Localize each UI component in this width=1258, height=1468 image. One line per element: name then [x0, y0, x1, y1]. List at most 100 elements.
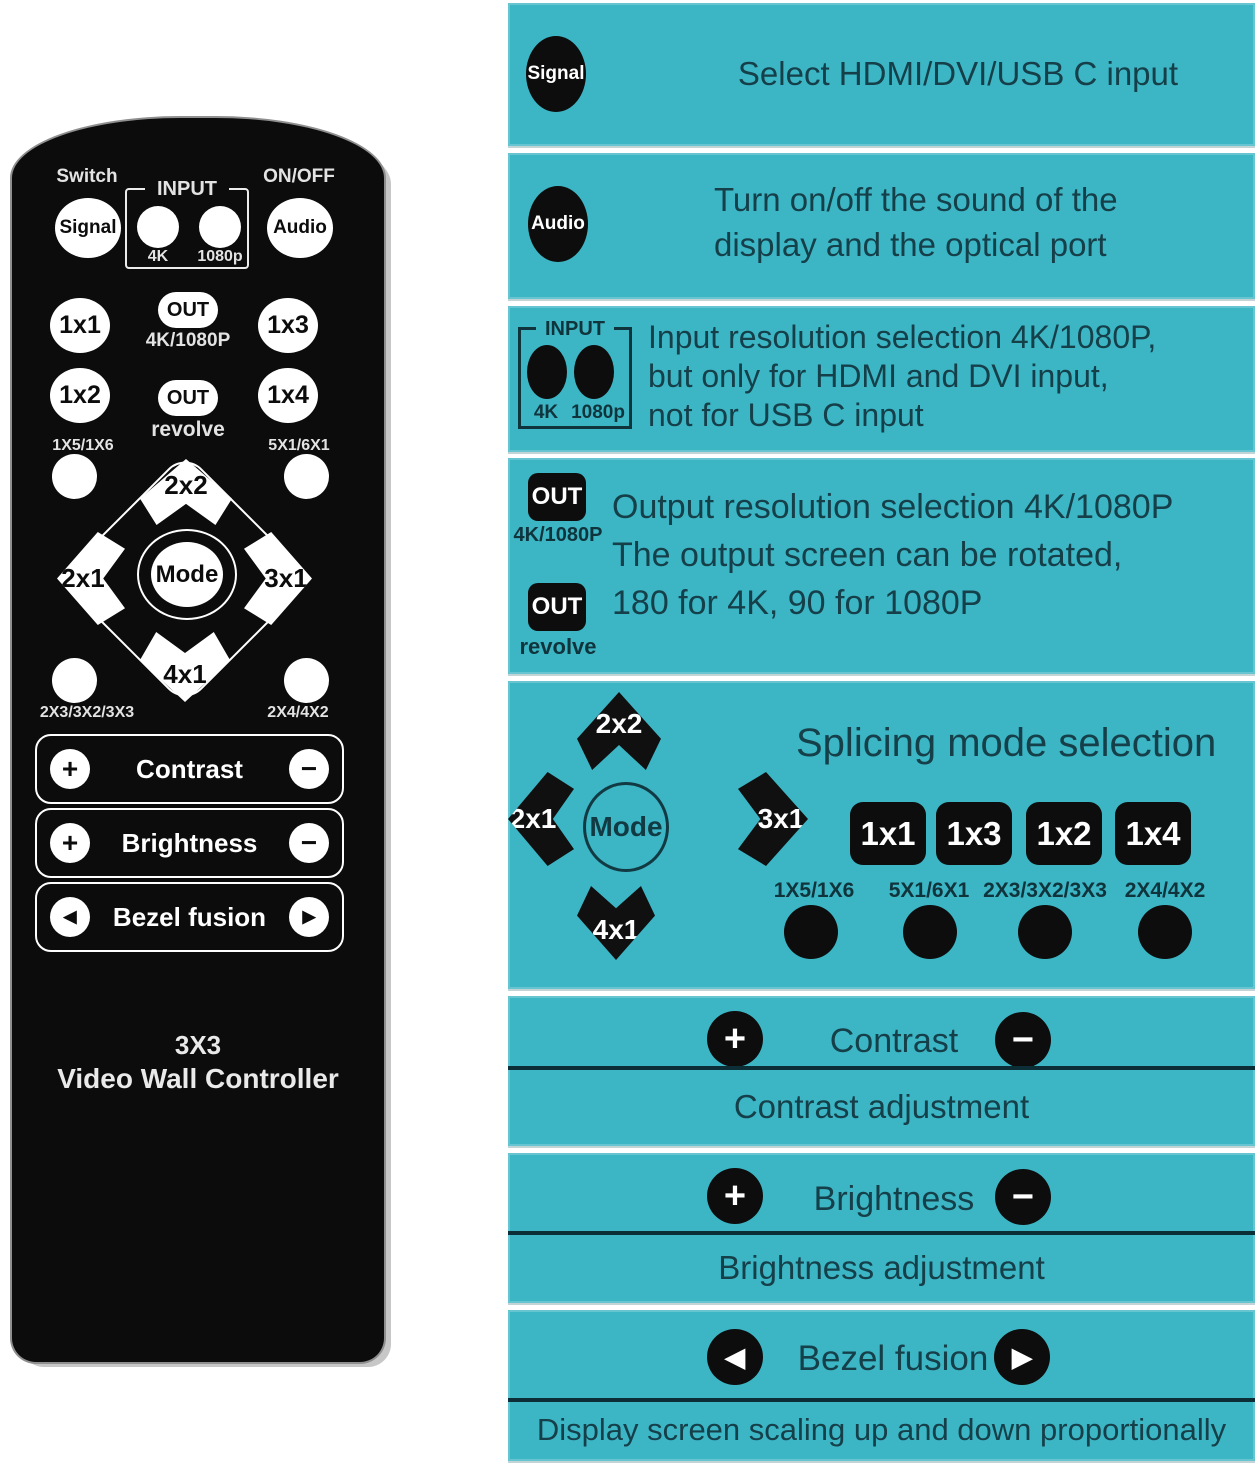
bezel-left-arrow-icon: ◀: [707, 1329, 763, 1385]
remote-title-line2: Video Wall Controller: [57, 1063, 339, 1094]
panel-audio: Audio Turn on/off the sound of the displ…: [508, 153, 1255, 299]
splicing-1x2-icon: 1x2: [1026, 802, 1102, 865]
signal-button-icon: Signal: [526, 36, 586, 112]
mode-1x3-button[interactable]: 1x3: [258, 298, 318, 353]
brightness-plus-icon: +: [707, 1168, 763, 1224]
bezel-fusion-row: ◀ Bezel fusion ▶: [35, 882, 344, 952]
splicing-2x4-4x2-circle-icon: [1138, 905, 1192, 959]
switch-label: Switch: [56, 166, 118, 187]
splicing-down-4x1-icon: 4x1: [577, 886, 655, 960]
signal-button[interactable]: Signal: [55, 198, 121, 258]
splicing-left-2x1-icon: 2x1: [508, 772, 574, 866]
brightness-minus-button[interactable]: −: [289, 823, 329, 863]
contrast-divider: [508, 1066, 1255, 1070]
input-description-line1: Input resolution selection 4K/1080P,: [648, 319, 1157, 355]
out-resolution-button[interactable]: OUT: [158, 292, 218, 328]
splicing-2x3-3x2-3x3-circle-icon: [1018, 905, 1072, 959]
splicing-5x1-6x1-label: 5X1/6X1: [888, 879, 970, 902]
splicing-1x5-1x6-label: 1X5/1X6: [773, 879, 855, 902]
splicing-mode-icon: Mode: [583, 782, 669, 872]
mode-2x3-3x2-3x3-button[interactable]: [52, 658, 97, 703]
splicing-2x3-3x2-3x3-label: 2X3/3X2/3X3: [983, 879, 1107, 902]
contrast-description: Contrast adjustment: [733, 1088, 1030, 1125]
remote-title-line1: 3X3: [174, 1030, 222, 1060]
input-4k-button-icon: [527, 345, 567, 399]
input-1080p-button[interactable]: [199, 206, 241, 248]
bezel-divider: [508, 1398, 1255, 1402]
input-4k-button[interactable]: [137, 206, 179, 248]
mode-1x2-button[interactable]: 1x2: [50, 368, 110, 423]
brightness-label: Brightness: [813, 1180, 975, 1218]
panel-input: INPUT 4K 1080p Input resolution selectio…: [508, 306, 1255, 452]
panel-contrast: + Contrast − Contrast adjustment: [508, 996, 1255, 1146]
audio-button[interactable]: Audio: [267, 198, 333, 258]
mode-2x4-4x2-button[interactable]: [284, 658, 329, 703]
output-description-line1: Output resolution selection 4K/1080P: [612, 488, 1174, 526]
bezel-fusion-label: Bezel fusion: [797, 1339, 989, 1378]
brightness-row: + Brightness −: [35, 808, 344, 878]
splicing-5x1-6x1-circle-icon: [903, 905, 957, 959]
label-1x5-1x6: 1X5/1X6: [52, 437, 114, 454]
contrast-label: Contrast: [829, 1022, 959, 1060]
panel-splicing: Splicing mode selection 2x2 2x1 Mode 3x1…: [508, 681, 1255, 989]
out-revolve-button[interactable]: OUT: [158, 380, 218, 416]
bezel-right-arrow-icon: ▶: [994, 1329, 1050, 1385]
panel-output: OUT 4K/1080P OUT revolve Output resoluti…: [508, 458, 1255, 674]
mode-1x4-button[interactable]: 1x4: [258, 368, 318, 423]
input-box-label: INPUT: [536, 318, 614, 341]
audio-description-line2: display and the optical port: [714, 226, 1107, 263]
out-resolution-label: 4K/1080P: [513, 524, 603, 546]
splicing-2x4-4x2-label: 2X4/4X2: [1124, 879, 1206, 902]
input-1080p-label: 1080p: [197, 248, 243, 265]
input-4k-label: 4K: [533, 402, 559, 423]
contrast-minus-icon: −: [995, 1012, 1051, 1068]
contrast-plus-icon: +: [707, 1011, 763, 1067]
splicing-1x5-1x6-circle-icon: [784, 905, 838, 959]
audio-button-icon: Audio: [528, 186, 588, 262]
brightness-description: Brightness adjustment: [718, 1249, 1045, 1286]
remote-control: Switch ON/OFF INPUT Signal Audio 4K 1080…: [10, 116, 386, 1364]
bezel-description: Display screen scaling up and down propo…: [536, 1412, 1227, 1447]
splicing-1x3-icon: 1x3: [936, 802, 1012, 865]
contrast-minus-button[interactable]: −: [289, 749, 329, 789]
brightness-label: Brightness: [121, 827, 258, 858]
bezel-right-arrow-button[interactable]: ▶: [288, 897, 329, 937]
mode-1x5-1x6-button[interactable]: [52, 454, 97, 499]
input-1080p-label: 1080p: [571, 402, 625, 423]
brightness-divider: [508, 1231, 1255, 1235]
input-description-line3: not for USB C input: [648, 397, 924, 433]
label-5x1-6x1: 5X1/6X1: [268, 437, 330, 454]
contrast-plus-button[interactable]: +: [50, 749, 90, 789]
contrast-label: Contrast: [136, 753, 243, 784]
contrast-row: + Contrast −: [35, 734, 344, 804]
input-4k-label: 4K: [147, 248, 169, 265]
splicing-heading: Splicing mode selection: [796, 721, 1217, 765]
input-group-label: INPUT: [145, 178, 229, 201]
splicing-up-2x2-icon: 2x2: [577, 692, 661, 770]
output-description-line2: The output screen can be rotated,: [612, 536, 1123, 574]
signal-description: Select HDMI/DVI/USB C input: [737, 55, 1179, 92]
brightness-minus-icon: −: [995, 1169, 1051, 1225]
mode-ring: [137, 529, 237, 620]
input-1080p-button-icon: [574, 345, 614, 399]
bezel-left-arrow-button[interactable]: ◀: [50, 897, 90, 937]
output-description-line3: 180 for 4K, 90 for 1080P: [612, 584, 983, 622]
panel-signal: Signal Select HDMI/DVI/USB C input: [508, 3, 1255, 146]
brightness-plus-button[interactable]: +: [50, 823, 90, 863]
panel-brightness: + Brightness − Brightness adjustment: [508, 1153, 1255, 1303]
out-resolution-label: 4K/1080P: [145, 330, 231, 351]
splicing-right-3x1-icon: 3x1: [738, 772, 808, 866]
splicing-1x4-icon: 1x4: [1115, 802, 1191, 865]
mode-1x1-button[interactable]: 1x1: [50, 298, 110, 353]
on-off-label: ON/OFF: [263, 166, 335, 187]
input-description-line2: but only for HDMI and DVI input,: [648, 358, 1109, 394]
label-2x3-3x2-3x3: 2X3/3X2/3X3: [39, 704, 135, 721]
splicing-1x1-icon: 1x1: [850, 802, 926, 865]
mode-button[interactable]: Mode: [151, 542, 223, 607]
out-revolve-label: revolve: [519, 634, 597, 659]
audio-description-line1: Turn on/off the sound of the: [714, 181, 1118, 218]
out-resolution-button-icon: OUT: [528, 473, 586, 521]
label-2x4-4x2: 2X4/4X2: [267, 704, 329, 721]
mode-5x1-6x1-button[interactable]: [284, 454, 329, 499]
